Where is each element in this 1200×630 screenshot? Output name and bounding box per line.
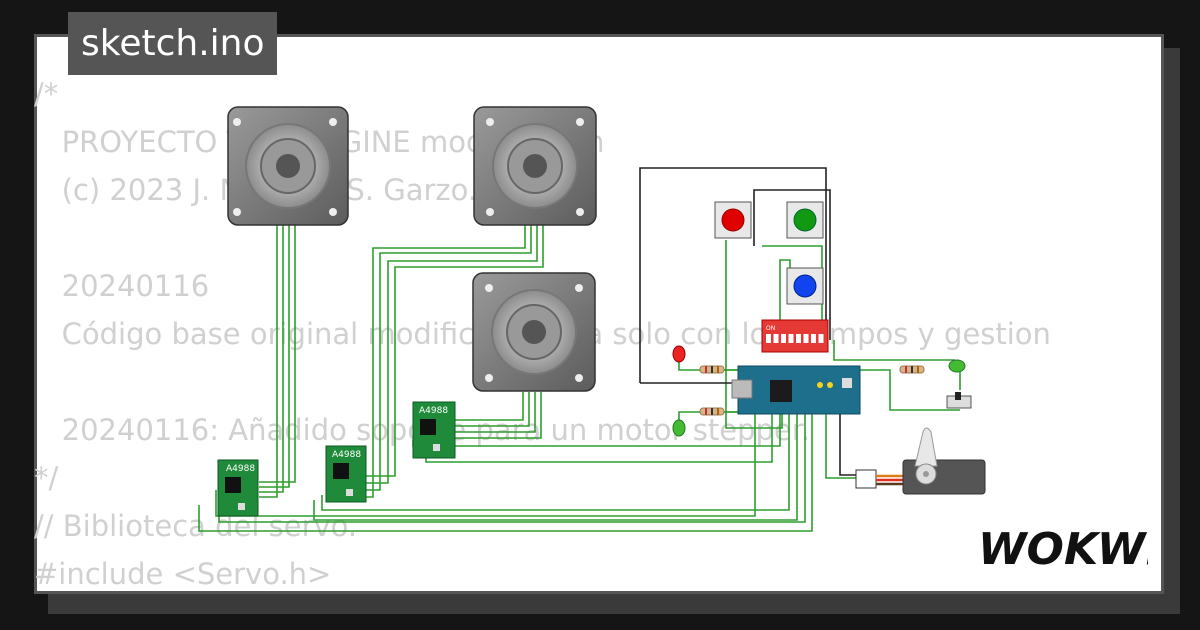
code-line: #include <Servo.h>	[34, 557, 332, 590]
stepper-motor-2[interactable]	[473, 106, 597, 226]
driver-1-label: A4988	[226, 464, 255, 474]
driver-2-label: A4988	[332, 450, 361, 460]
code-line: /*	[34, 77, 59, 111]
push-button-red[interactable]	[714, 201, 752, 239]
driver-3-label: A4988	[419, 406, 448, 416]
slide-switch[interactable]	[946, 392, 972, 409]
a4988-driver-2[interactable]: A4988	[325, 445, 367, 503]
dip-switch[interactable]: ON	[761, 319, 829, 353]
stepper-motor-1[interactable]	[227, 106, 349, 226]
code-line: 20240116	[34, 269, 210, 303]
servo-motor[interactable]	[855, 427, 986, 495]
a4988-driver-3[interactable]: A4988	[412, 401, 456, 459]
resistor-2[interactable]	[699, 407, 725, 416]
led-green-right[interactable]	[948, 359, 966, 373]
led-green-left[interactable]	[672, 419, 686, 437]
push-button-blue[interactable]	[786, 267, 824, 305]
wokwi-logo-text: WOKWi	[978, 524, 1148, 574]
file-tab[interactable]: sketch.ino	[68, 12, 278, 75]
a4988-driver-1[interactable]: A4988	[217, 459, 259, 517]
push-button-green[interactable]	[786, 201, 824, 239]
stepper-motor-3[interactable]	[472, 272, 596, 392]
arduino-nano[interactable]	[731, 365, 861, 415]
wires-black	[639, 167, 858, 476]
resistor-3[interactable]	[899, 365, 925, 374]
wokwi-logo: WOKWi	[978, 524, 1148, 574]
resistor-1[interactable]	[699, 365, 725, 374]
code-line: // Biblioteca del servo.	[34, 509, 358, 543]
code-line: */	[34, 461, 59, 495]
led-red[interactable]	[672, 345, 686, 363]
wires-green	[198, 224, 961, 532]
dip-switch-label: ON	[766, 325, 775, 332]
